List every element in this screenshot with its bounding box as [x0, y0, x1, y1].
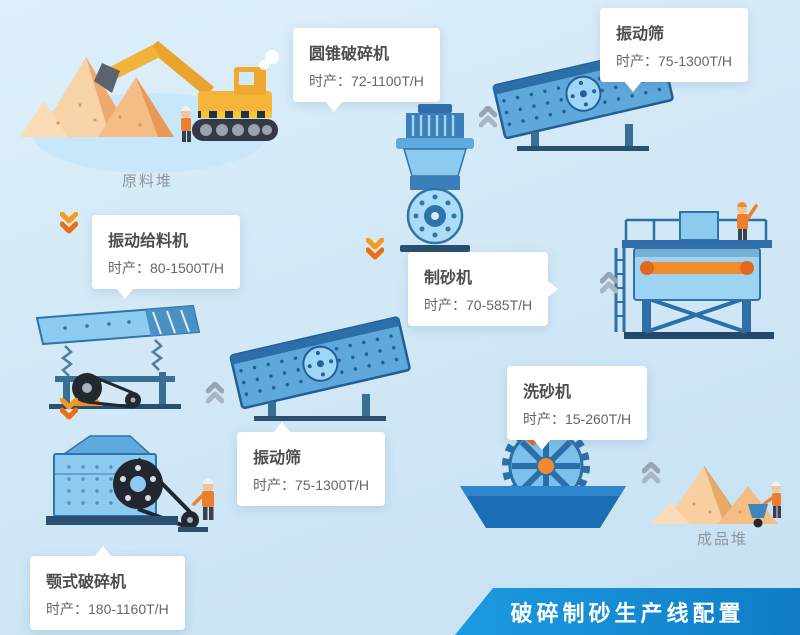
flow-arrow-down-icon [60, 212, 78, 234]
label-vibrating-screen-top: 振动筛 时产：75-1300T/H [600, 8, 748, 92]
equipment-capacity: 时产：70-585T/H [424, 297, 533, 313]
equipment-capacity: 时产：75-1300T/H [616, 53, 732, 69]
label-sand-washer: 洗砂机 时产：15-260T/H [507, 366, 648, 450]
equipment-name: 洗砂机 [523, 384, 572, 401]
flow-arrow-down-icon [60, 398, 78, 420]
label-vibrating-screen-mid: 振动筛 时产：75-1300T/H [237, 422, 385, 506]
label-sand-maker: 制砂机 时产：70-585T/H [408, 252, 559, 326]
sand-making-machine-illustration [614, 202, 774, 339]
label-cone-crusher: 圆锥破碎机 时产：72-1100T/H [293, 28, 440, 112]
label-pointer [624, 81, 642, 92]
equipment-capacity: 时产：72-1100T/H [309, 73, 424, 89]
label-vibrating-feeder: 振动给料机 时产：80-1500T/H [92, 215, 240, 299]
flow-arrow-up-icon [642, 462, 660, 484]
equipment-name: 颚式破碎机 [46, 574, 127, 591]
label-jaw-crusher: 颚式破碎机 时产：180-1160T/H [30, 546, 185, 630]
label-pointer [325, 101, 343, 112]
equipment-capacity: 时产：75-1300T/H [253, 477, 369, 493]
raw-pile-label: 原料堆 [122, 173, 174, 190]
equipment-name: 圆锥破碎机 [309, 46, 390, 63]
equipment-name: 振动筛 [253, 450, 302, 467]
label-pointer [273, 422, 291, 433]
banner-title: 破碎制砂生产线配置 [510, 600, 745, 626]
label-pointer [94, 546, 112, 557]
vibrating-feeder-illustration [35, 304, 201, 409]
label-pointer [547, 280, 559, 298]
flow-arrow-down-icon [366, 238, 384, 260]
label-pointer [533, 439, 551, 450]
equipment-capacity: 时产：80-1500T/H [108, 260, 224, 276]
equipment-capacity: 时产：15-260T/H [523, 411, 632, 427]
cone-crusher-illustration [396, 104, 474, 252]
finished-product-pile-illustration [652, 466, 781, 528]
equipment-capacity: 时产：180-1160T/H [46, 601, 169, 617]
sand-washer-illustration [460, 422, 626, 528]
flow-arrow-up-icon [600, 272, 618, 294]
flow-arrow-up-icon [206, 382, 224, 404]
equipment-name: 振动筛 [616, 26, 665, 43]
equipment-name: 振动给料机 [108, 233, 189, 250]
equipment-name: 制砂机 [424, 270, 473, 287]
vibrating-screen-illustration [229, 315, 412, 423]
label-pointer [116, 288, 134, 299]
product-pile-label: 成品堆 [697, 531, 749, 548]
title-banner: 破碎制砂生产线配置 [455, 588, 800, 635]
jaw-crusher-illustration [46, 435, 214, 532]
flow-arrow-up-icon [479, 106, 497, 128]
raw-material-pile-illustration [20, 41, 279, 173]
